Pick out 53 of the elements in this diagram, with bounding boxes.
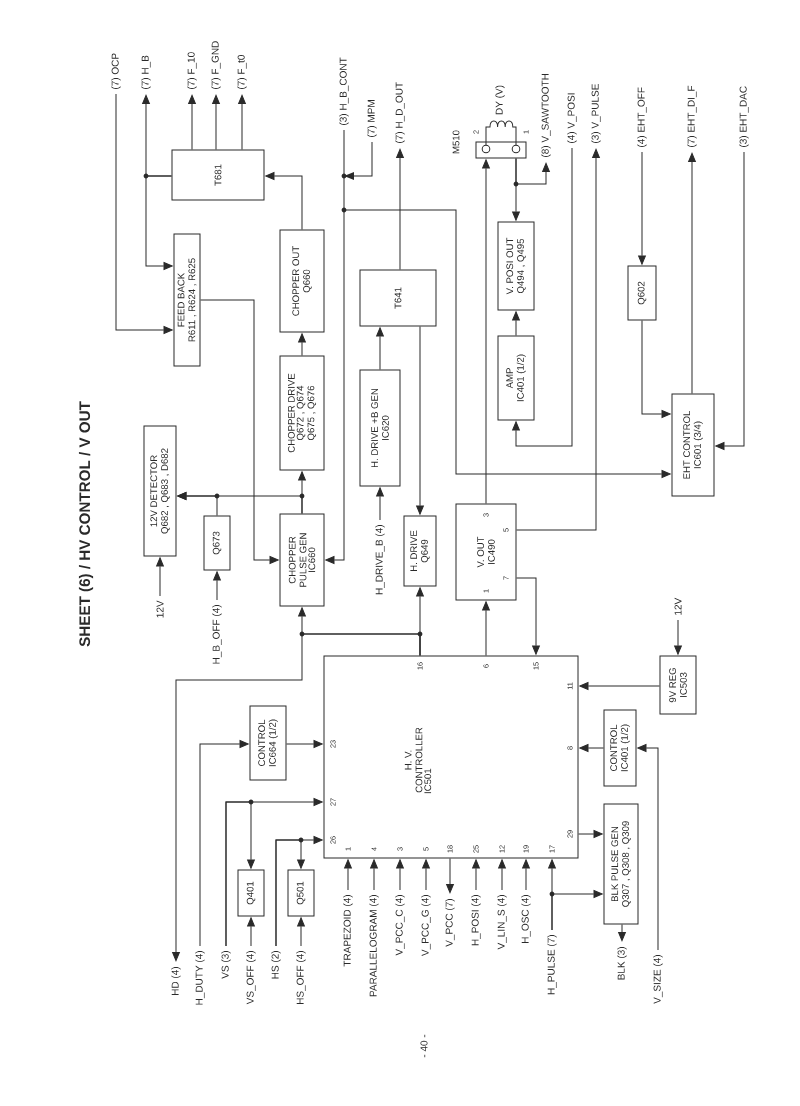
arrow (446, 858, 454, 894)
arrow (396, 859, 404, 891)
arrow (498, 859, 506, 891)
connector-line (343, 129, 345, 177)
arrow (641, 320, 671, 418)
arrow (145, 175, 173, 270)
arrow (115, 93, 173, 334)
arrow (343, 141, 373, 180)
arrow (516, 577, 540, 655)
arrow (482, 159, 490, 504)
arrow (286, 740, 323, 748)
connector-line (343, 175, 345, 211)
arrow (579, 682, 660, 690)
arrow (512, 311, 520, 336)
arrow (578, 830, 603, 838)
arrow (199, 740, 249, 947)
arrow (275, 839, 305, 947)
arrow (225, 801, 255, 947)
arrow (376, 487, 384, 521)
arrow (637, 744, 659, 951)
arrow (297, 917, 305, 947)
arrow (325, 209, 345, 564)
arrow (715, 151, 745, 450)
arrow (482, 601, 490, 656)
arrow (200, 299, 279, 564)
arrow (512, 147, 573, 447)
arrow (396, 148, 404, 270)
arrow (370, 859, 378, 891)
arrow (344, 859, 352, 891)
arrow (515, 158, 550, 185)
arrow (638, 151, 646, 265)
arrow (516, 148, 600, 531)
arrow (618, 924, 626, 942)
arrow (579, 744, 604, 752)
arrow (422, 859, 430, 891)
arrow (416, 326, 424, 515)
arrow (472, 859, 480, 891)
arrow (343, 209, 671, 478)
arrow (522, 859, 530, 891)
arrow (376, 327, 384, 370)
arrow (298, 333, 306, 356)
arrow (688, 152, 696, 394)
arrow (551, 890, 603, 931)
arrow (156, 557, 164, 597)
arrow (212, 94, 220, 150)
arrow (213, 571, 221, 601)
arrow (172, 633, 421, 962)
arrow (188, 94, 196, 150)
arrow (265, 172, 303, 230)
arrow (177, 492, 218, 516)
arrow (238, 94, 246, 150)
arrow (674, 619, 682, 655)
arrow (247, 917, 255, 947)
